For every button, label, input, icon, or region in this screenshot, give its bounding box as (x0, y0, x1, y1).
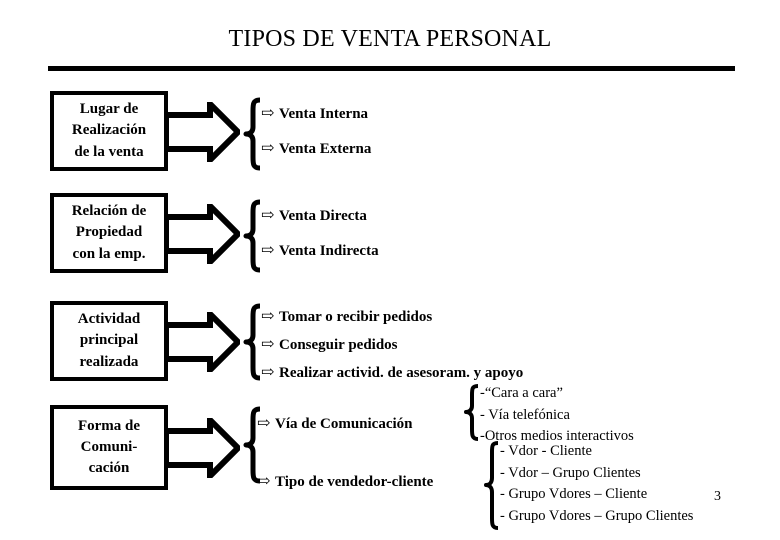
block-arrow-right (166, 418, 240, 478)
hollow-right-arrow-icon: ⇨ (261, 336, 275, 353)
hollow-right-arrow-icon: ⇨ (257, 415, 271, 432)
category-box-line: Actividad (77, 311, 141, 328)
outcome-list-actividad-principal: ⇨ Tomar o recibir pedidos ⇨ Conseguir pe… (261, 306, 523, 382)
outcome-item[interactable]: ⇨ Venta Directa (261, 205, 379, 225)
outcome-label: Realizar activid. de asesoram. y apoyo (279, 365, 524, 381)
sub-list-item[interactable]: - Vdor - Cliente (500, 444, 693, 459)
category-box-line: Realización (71, 122, 147, 139)
hollow-right-arrow-icon: ⇨ (261, 308, 275, 325)
category-box-line: principal (79, 332, 139, 349)
title-divider (48, 66, 735, 71)
sub-list-item-label: - Grupo Vdores – Grupo Clientes (500, 507, 694, 524)
page-number: 3 (714, 489, 721, 504)
category-box-actividad-principal[interactable]: Actividad principal realizada (50, 301, 168, 381)
hollow-right-arrow-icon: ⇨ (257, 473, 271, 490)
category-box-lugar-de-realizacion[interactable]: Lugar de Realización de la venta (50, 91, 168, 171)
outcome-item[interactable]: ⇨ Venta Interna (261, 103, 371, 123)
category-box-line: Comuni- (80, 438, 138, 455)
category-box-line: realizada (79, 353, 139, 370)
outcome-item[interactable]: ⇨ Vía de Comunicación (257, 413, 433, 433)
outcome-item[interactable]: ⇨ Venta Indirecta (261, 240, 379, 260)
outcome-list-relacion-de-propiedad: ⇨ Venta Directa ⇨ Venta Indirecta (261, 205, 379, 260)
outcome-item[interactable]: ⇨ Tipo de vendedor-cliente (257, 471, 433, 491)
outcome-label: Venta Indirecta (279, 243, 379, 259)
brace-group-3 (243, 303, 263, 381)
outcome-label: Tomar o recibir pedidos (279, 309, 433, 325)
category-box-line: cación (88, 460, 130, 477)
sub-list-item-label: - Vía telefónica (480, 406, 570, 423)
category-box-line: Lugar de (79, 101, 139, 118)
outcome-label: Venta Interna (279, 106, 369, 122)
category-box-line: de la venta (74, 143, 144, 160)
sub-list-via-de-comunicacion-detalle: -“Cara a cara” - Vía telefónica -Otros m… (480, 386, 634, 444)
brace-via-de-comunicacion-detalle (464, 384, 480, 442)
category-box-line: Relación de (71, 203, 147, 220)
hollow-right-arrow-icon: ⇨ (261, 207, 275, 224)
sub-list-item-label: - Vdor - Cliente (500, 443, 592, 459)
category-box-line: Forma de (77, 417, 141, 434)
brace-group-4 (243, 406, 263, 484)
sub-list-item-label: - Grupo Vdores – Cliente (500, 486, 648, 502)
block-arrow-right (166, 204, 240, 264)
sub-list-item-label: -Otros medios interactivos (480, 428, 634, 444)
sub-list-item[interactable]: -Otros medios interactivos (480, 429, 634, 444)
hollow-right-arrow-icon: ⇨ (261, 364, 275, 381)
outcome-label: Conseguir pedidos (279, 337, 398, 353)
outcome-item[interactable]: ⇨ Conseguir pedidos (261, 334, 523, 354)
category-box-line: Propiedad (75, 224, 143, 241)
outcome-list-lugar-de-realizacion: ⇨ Venta Interna ⇨ Venta Externa (261, 103, 371, 158)
sub-list-tipo-de-vendedor-cliente-detalle: - Vdor - Cliente - Vdor – Grupo Clientes… (500, 444, 693, 523)
sub-list-item[interactable]: -“Cara a cara” (480, 386, 634, 401)
sub-list-item[interactable]: - Vía telefónica (480, 406, 634, 423)
brace-group-1 (243, 97, 263, 171)
brace-tipo-de-vendedor-cliente-detalle (484, 441, 500, 531)
outcome-list-forma-de-comunicacion: ⇨ Vía de Comunicación ⇨ Tipo de vendedor… (257, 413, 433, 491)
category-box-relacion-de-propiedad[interactable]: Relación de Propiedad con la emp. (50, 193, 168, 273)
sub-list-item[interactable]: - Grupo Vdores – Cliente (500, 487, 693, 502)
outcome-label: Venta Externa (279, 141, 372, 157)
hollow-right-arrow-icon: ⇨ (261, 105, 275, 122)
outcome-label: Vía de Comunicación (275, 416, 413, 432)
outcome-label: Tipo de vendedor-cliente (275, 474, 434, 490)
block-arrow-right (166, 312, 240, 372)
sub-list-item[interactable]: - Grupo Vdores – Grupo Clientes (500, 507, 694, 524)
outcome-item[interactable]: ⇨ Realizar activid. de asesoram. y apoyo (261, 362, 523, 382)
sub-list-item[interactable]: - Vdor – Grupo Clientes (500, 464, 693, 481)
page-title: TIPOS DE VENTA PERSONAL (228, 26, 552, 52)
brace-group-2 (243, 199, 263, 273)
outcome-label: Venta Directa (279, 208, 367, 224)
sub-list-item-label: -“Cara a cara” (480, 385, 563, 401)
hollow-right-arrow-icon: ⇨ (261, 140, 275, 157)
category-box-forma-de-comunicacion[interactable]: Forma de Comuni- cación (50, 405, 168, 490)
sub-list-item-label: - Vdor – Grupo Clientes (500, 464, 641, 481)
block-arrow-right (166, 102, 240, 162)
category-box-line: con la emp. (72, 245, 146, 262)
outcome-item[interactable]: ⇨ Venta Externa (261, 138, 371, 158)
outcome-item[interactable]: ⇨ Tomar o recibir pedidos (261, 306, 523, 326)
hollow-right-arrow-icon: ⇨ (261, 242, 275, 259)
